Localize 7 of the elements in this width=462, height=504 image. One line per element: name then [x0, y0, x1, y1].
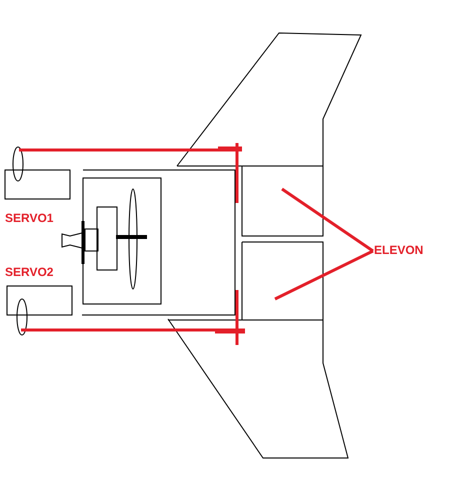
elevon-surface: [242, 242, 324, 320]
leader-line: [281, 188, 374, 252]
servo-label: SERVO2: [5, 265, 54, 279]
callout-label: ELEVON: [374, 243, 424, 257]
elevon-surface: [242, 166, 324, 236]
servo-label: SERVO1: [5, 211, 54, 225]
leader-line: [274, 250, 374, 300]
